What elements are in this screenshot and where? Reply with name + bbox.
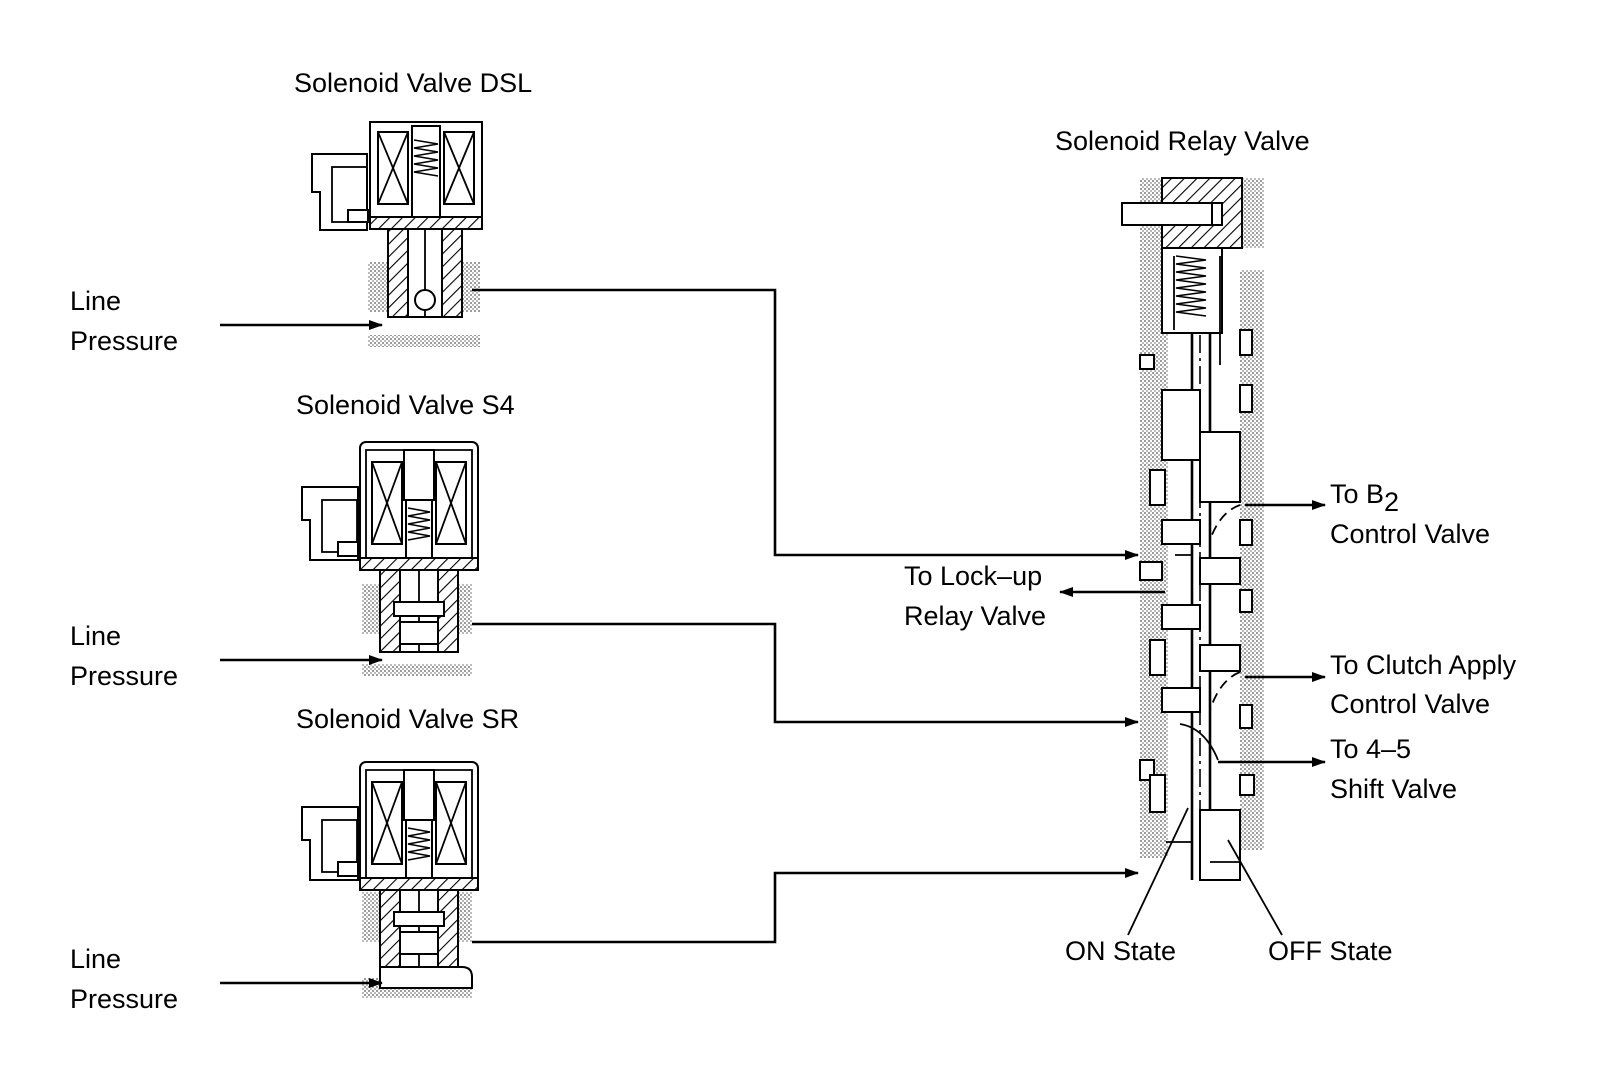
- dsl-title: Solenoid Valve DSL: [294, 68, 532, 98]
- sr-signal-line: [472, 868, 1139, 944]
- on-state-leader: [1127, 807, 1189, 936]
- to-clutch-label-line1: To Clutch Apply: [1330, 650, 1517, 680]
- pressure-label-3: Pressure: [70, 984, 178, 1014]
- relay-title: Solenoid Relay Valve: [1055, 126, 1310, 156]
- to-45-label-line2: Shift Valve: [1330, 774, 1457, 804]
- off-state-leader: [1227, 839, 1283, 936]
- pressure-label-1: Pressure: [70, 326, 178, 356]
- to-lockup-label-line2: Relay Valve: [904, 601, 1046, 631]
- to-b2-label-line2: Control Valve: [1330, 519, 1490, 549]
- solenoid-valve-dsl: [311, 121, 483, 347]
- to-clutch-label-line2: Control Valve: [1330, 689, 1490, 719]
- s4-title: Solenoid Valve S4: [296, 390, 515, 420]
- solenoid-relay-valve: [1121, 177, 1264, 881]
- off-state-label: OFF State: [1268, 936, 1393, 966]
- solenoid-valve-sr: [301, 761, 479, 998]
- sr-title: Solenoid Valve SR: [296, 704, 519, 734]
- to-45-label-line1: To 4–5: [1330, 734, 1411, 764]
- to-b2-label: To B2: [1330, 479, 1399, 517]
- to-lockup-label-line1: To Lock–up: [904, 561, 1042, 591]
- line-label-1: Line: [70, 286, 121, 316]
- on-state-label: ON State: [1065, 936, 1176, 966]
- dsl-signal-line: [472, 288, 1139, 560]
- line-label-2: Line: [70, 621, 121, 651]
- pressure-label-2: Pressure: [70, 661, 178, 691]
- solenoid-valve-s4: [301, 441, 479, 676]
- line-label-3: Line: [70, 944, 121, 974]
- s4-signal-line: [472, 622, 1139, 727]
